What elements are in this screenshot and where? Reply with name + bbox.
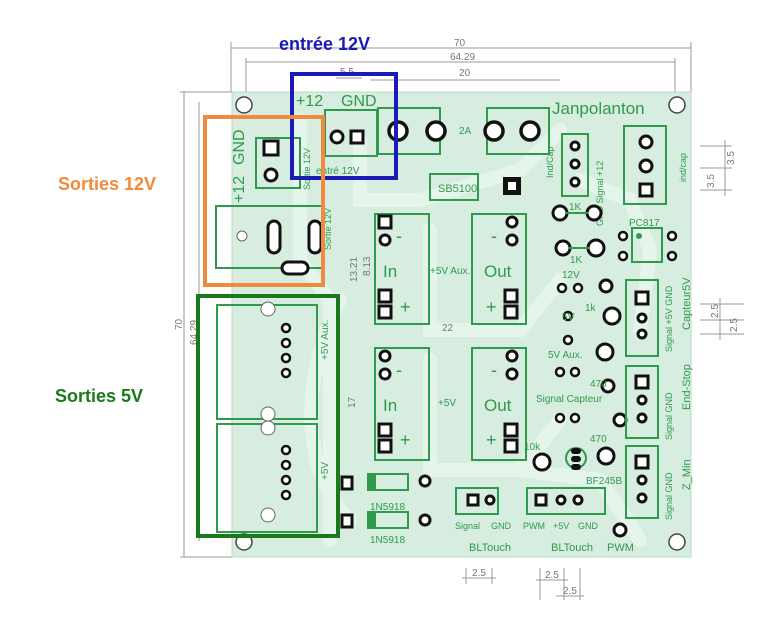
reg1-in: In xyxy=(383,262,397,281)
led-5vaux: 5V Aux. xyxy=(548,350,582,361)
r1k-b: 1K xyxy=(570,255,583,266)
zener-diodes xyxy=(340,473,432,529)
optocoupler: PC817 xyxy=(629,218,660,229)
output-12v-connector xyxy=(215,137,325,276)
reg2-plus-out: + xyxy=(486,430,497,450)
indcap-connectors xyxy=(561,125,667,205)
zmin-label: Z_Min xyxy=(681,459,693,490)
dim-reg-width: 22 xyxy=(442,323,454,334)
reg1-plus-in: + xyxy=(400,297,411,317)
r470-a: 470 xyxy=(590,379,607,390)
r10k: 10k xyxy=(524,442,541,453)
fuse-label: 2A xyxy=(459,126,472,137)
mount-hole-br xyxy=(668,533,686,551)
led-5v: 5V xyxy=(562,312,575,323)
reg2-label: +5V xyxy=(438,398,456,409)
bltouch-signal: Signal xyxy=(455,521,480,531)
dim-right-25a: 2.5 xyxy=(710,304,721,318)
r1k-a: 1K xyxy=(569,202,582,213)
r470-b: 470 xyxy=(590,434,607,445)
mount-hole-tr xyxy=(668,96,686,114)
reg1-label: +5V Aux. xyxy=(430,266,470,277)
dimension-texts: 70 64.29 20 5.5 70 64.29 22 13.21 8.13 1… xyxy=(174,38,740,597)
diode-1n5918-a: 1N5918 xyxy=(370,502,405,513)
dim-reg-h1: 13.21 xyxy=(349,257,360,282)
signal-components xyxy=(532,204,678,472)
callout-input-12v: entrée 12V xyxy=(279,34,371,54)
reg2-plus-in: + xyxy=(400,430,411,450)
dim-height-inner: 64.29 xyxy=(189,320,200,345)
reg2-out: Out xyxy=(484,396,512,415)
out5-aux-label: +5V Aux. xyxy=(320,320,331,360)
dim-width-mid: 20 xyxy=(459,68,471,79)
out12-side-a: Sortie 12V xyxy=(302,148,312,190)
outputs-5v-highlight xyxy=(196,294,340,538)
out5-main-label: +5V xyxy=(320,462,331,480)
dim-width-inner: 64.29 xyxy=(450,52,475,63)
capteur-pins: Signal +5V GND xyxy=(664,285,674,352)
endstop-pins: Signal GND xyxy=(664,392,674,440)
out12-side-b: Sortie 12V xyxy=(323,208,333,250)
input-plus-label: +12 xyxy=(296,93,323,110)
endstop-label: End-Stop xyxy=(681,364,693,410)
bltouch-a: BLTouch xyxy=(469,542,511,554)
dim-width-total: 70 xyxy=(454,38,466,49)
outputs-12v-highlight xyxy=(203,115,325,287)
dim-bottom-25c: 2.5 xyxy=(563,586,577,597)
callout-outputs-5v: Sorties 5V xyxy=(55,386,144,406)
reg2-minus-out: - xyxy=(491,360,497,380)
reg2-in: In xyxy=(383,396,397,415)
dim-right-25b: 2.5 xyxy=(729,318,740,332)
sensor-connectors xyxy=(625,279,659,519)
led-12v: 12V xyxy=(562,270,580,281)
reg1-minus-out: - xyxy=(491,226,497,246)
zmin-pins: Signal GND xyxy=(664,472,674,520)
mount-hole-tl xyxy=(235,96,253,114)
capteur-label: Capteur5V xyxy=(681,277,693,330)
bltouch-5v: +5V xyxy=(553,521,569,531)
out12-plus-label: +12 xyxy=(231,176,248,203)
transistor: BF245B xyxy=(586,476,622,487)
indcap-right: ind/cap xyxy=(678,153,688,182)
input-12v-highlight xyxy=(290,72,398,180)
bltouch-b: BLTouch xyxy=(551,542,593,554)
input-gnd-label: GND xyxy=(341,93,377,110)
dim-reg-h2: 8.13 xyxy=(362,256,373,276)
diode-1n5918-b: 1N5918 xyxy=(370,535,405,546)
input-label: entré 12V xyxy=(316,166,360,177)
bltouch-gnd2: GND xyxy=(578,521,599,531)
bltouch-pwm: PWM xyxy=(523,521,545,531)
dim-bottom-25b: 2.5 xyxy=(545,570,559,581)
regulator-main xyxy=(374,347,527,461)
dim-right-35a: 3.5 xyxy=(726,151,737,165)
diode-sb5100 xyxy=(429,173,521,201)
diode-label: SB5100 xyxy=(438,183,477,195)
dim-bottom-25a: 2.5 xyxy=(472,568,486,579)
pwm-label: PWM xyxy=(607,542,634,554)
gnd-signal-12: GND Signal +12 xyxy=(595,161,605,226)
bltouch-connectors xyxy=(455,487,628,538)
reg1-out: Out xyxy=(484,262,512,281)
output-5v-connectors xyxy=(216,301,318,533)
dim-height-total: 70 xyxy=(174,318,185,330)
out12-gnd-label: GND xyxy=(231,129,248,165)
reg2-minus-in: - xyxy=(396,360,402,380)
author-label: Janpolanton xyxy=(552,99,645,118)
regulator-aux xyxy=(374,213,527,325)
dim-reg-h3: 17 xyxy=(347,396,358,408)
callout-outputs-12v: Sorties 12V xyxy=(58,174,157,194)
bltouch-gnd: GND xyxy=(491,521,512,531)
signal-capteur: Signal Capteur xyxy=(536,394,603,405)
indcap-left: Ind/Cap xyxy=(545,146,555,178)
reg1-plus-out: + xyxy=(486,297,497,317)
reg1-minus-in: - xyxy=(396,226,402,246)
r1k-c: 1k xyxy=(585,303,597,314)
dim-right-35b: 3.5 xyxy=(706,174,717,188)
